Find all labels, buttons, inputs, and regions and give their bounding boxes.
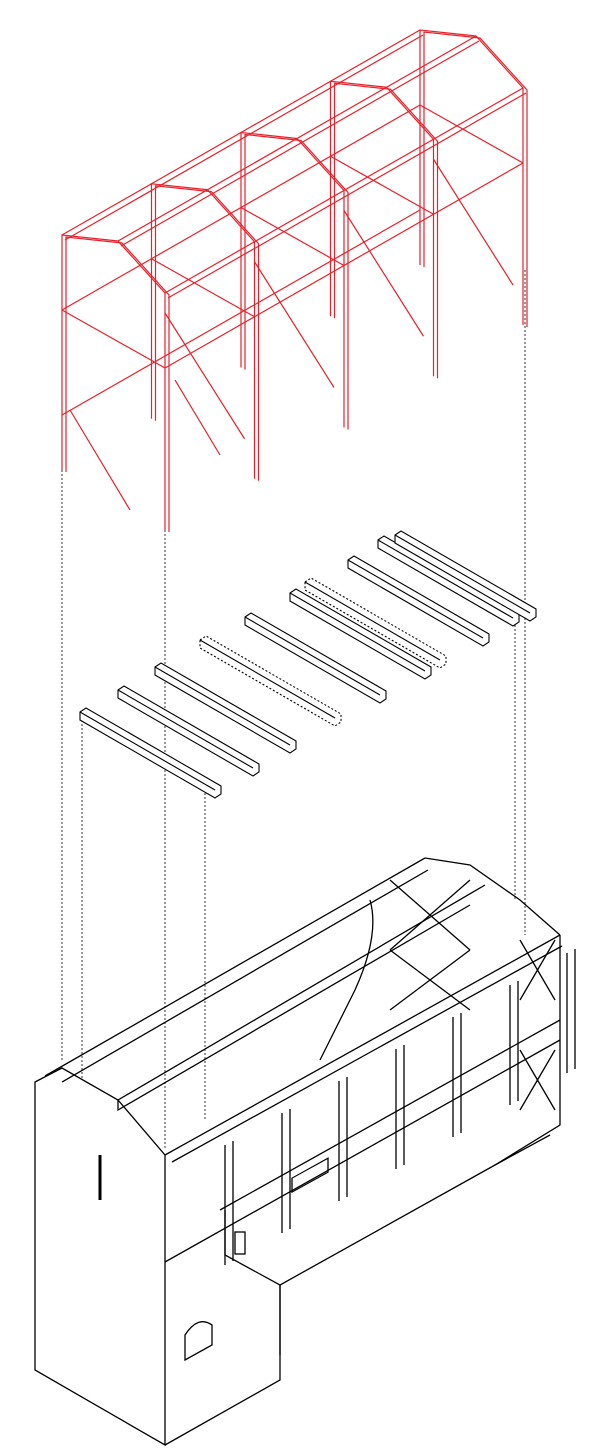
beam-edge	[244, 616, 381, 696]
longitudinal-rail	[164, 162, 524, 369]
mid-rail-front	[164, 1039, 561, 1263]
portal-frame	[240, 131, 345, 428]
longitudinal-beam	[61, 29, 421, 236]
beam-edge	[394, 534, 531, 614]
beam-edge	[377, 539, 514, 619]
portal-frame	[329, 80, 435, 377]
beam-edge	[117, 689, 254, 769]
right-end-post	[494, 935, 561, 1166]
diagonal-brace	[343, 210, 425, 337]
frame-mid-beam	[151, 258, 255, 318]
back-gable	[424, 857, 561, 936]
beam-edge	[199, 639, 336, 719]
arched-window	[184, 1321, 213, 1362]
beam-edge	[304, 581, 441, 661]
mid-rail-front-2	[219, 1019, 561, 1211]
beam-edge	[154, 666, 291, 746]
portal-frame-inner	[244, 133, 349, 430]
beam-edge	[289, 592, 426, 672]
roof-eave-back-inner	[61, 869, 429, 1083]
portal-frame-inner	[65, 236, 170, 532]
gable-end-wall	[34, 1067, 166, 1447]
portal-frame	[61, 234, 166, 530]
longitudinal-beam-edge	[64, 34, 424, 241]
frame-mid-beam	[61, 309, 166, 369]
mid-rail-back	[117, 904, 471, 1112]
timber-beams	[79, 530, 537, 799]
portal-frame	[419, 29, 524, 325]
frame-mid-beam	[419, 104, 524, 164]
annex-outline	[164, 1210, 281, 1446]
roof-edge-front-inner	[171, 945, 563, 1163]
longitudinal-beam-edge	[120, 40, 480, 247]
front-base-line	[279, 1134, 551, 1355]
portal-frame-inner	[423, 31, 528, 327]
timber-building	[34, 857, 576, 1447]
longitudinal-rail	[61, 104, 421, 311]
diagonal-brace	[69, 409, 131, 511]
roof-edge-front	[164, 934, 561, 1156]
diagonal-brace	[164, 312, 246, 440]
roof-ridge	[117, 884, 486, 1101]
longitudinal-beam	[164, 87, 524, 294]
back-cross-bracing	[389, 879, 556, 1111]
projection-guides	[61, 270, 526, 1150]
beam-edge	[79, 711, 216, 791]
portal-frame-inner	[154, 185, 260, 481]
portal-frame	[150, 183, 256, 479]
roof-eave-back	[44, 857, 426, 1077]
diagonal-brace	[174, 379, 221, 456]
longitudinal-beam	[117, 35, 477, 242]
frame-mid-beam	[330, 155, 434, 215]
steel-frame	[61, 29, 528, 532]
diagonal-brace	[253, 261, 335, 388]
small-window	[234, 1231, 246, 1255]
longitudinal-beam-edge	[167, 92, 527, 299]
diagonal-brace	[432, 158, 514, 286]
longitudinal-rail	[61, 209, 421, 416]
frame-mid-beam	[240, 206, 345, 267]
curved-rib	[319, 899, 374, 1061]
beam-edge	[347, 559, 484, 639]
portal-frame-inner	[333, 82, 439, 379]
wall-posts	[224, 949, 576, 1265]
clerestory-window	[291, 1157, 329, 1194]
